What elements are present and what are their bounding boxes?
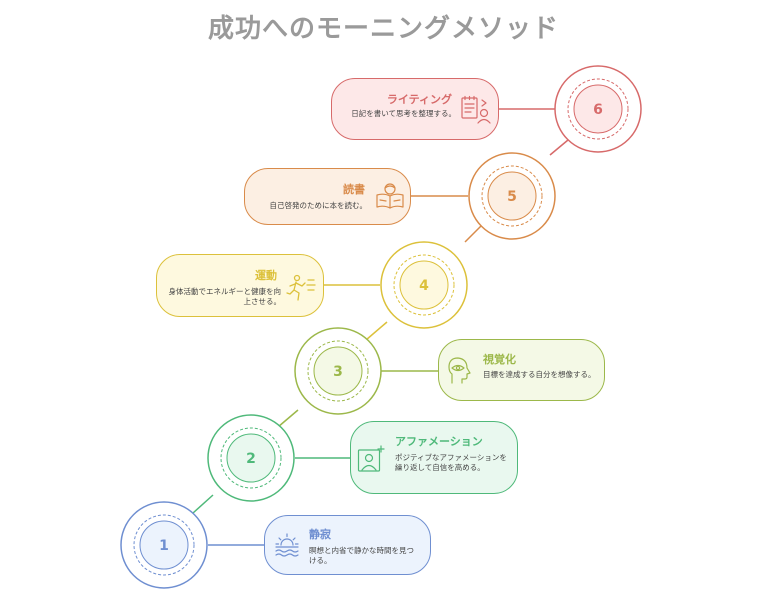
connector-4-5 [464, 225, 482, 243]
person-sparkle-icon [357, 445, 385, 472]
diagram-title: 成功へのモーニングメソッド [207, 14, 559, 44]
step-5-description: 自己啓発のために本を読む。 [269, 201, 368, 210]
step-6-description: 日記を書いて思考を整理する。 [351, 109, 456, 118]
connector-5-6 [549, 139, 569, 156]
step-3-card: 視覚化 目標を達成する自分を想像する。 [438, 339, 605, 401]
step-4-inner-circle [399, 260, 449, 310]
step-6-card: ライティング 日記を書いて思考を整理する。 [331, 78, 499, 140]
journal-icon [461, 95, 491, 124]
step-1-inner-circle [139, 520, 189, 570]
step-6-dashed-ring [567, 78, 629, 140]
step-3-number: 3 [333, 364, 343, 380]
step-5-title: 読書 [343, 183, 365, 196]
connector-1-2 [192, 494, 214, 514]
step-4-number: 4 [419, 278, 429, 294]
step-4-dashed-ring [393, 254, 455, 316]
connector-3-4 [365, 321, 388, 341]
step-1-number: 1 [159, 538, 169, 554]
step-6-inner-circle [573, 84, 623, 134]
step-4-description: 身体活動でエネルギーと健康を向上させる。 [168, 287, 282, 306]
step-2-inner-circle [226, 433, 276, 483]
step-1-dashed-ring [133, 514, 195, 576]
step-5-card: 読書 自己啓発のために本を読む。 [244, 168, 411, 225]
step-4-circle-group: 4 [320, 241, 468, 329]
head-eye-icon [448, 357, 471, 384]
step-4-card: 運動 身体活動でエネルギーと健康を向上させる。 [156, 254, 324, 317]
step-1-circle-group: 1 [120, 501, 266, 589]
step-2-number: 2 [246, 451, 256, 467]
step-3-title: 視覚化 [483, 353, 516, 366]
step-4-title: 運動 [255, 269, 277, 282]
step-3-circle-group: 3 [294, 327, 440, 415]
step-5-inner-circle [487, 171, 537, 221]
step-2-description: ポジティブなアファメーションを繰り返して自信を高める。 [395, 453, 507, 472]
connector-2-3 [277, 409, 299, 428]
step-6-number: 6 [593, 102, 603, 118]
step-1-card: 静寂 瞑想と内省で静かな時間を見つける。 [264, 515, 431, 575]
step-2-circle-group: 2 [207, 414, 352, 502]
step-3-dashed-ring [307, 340, 369, 402]
step-5-dashed-ring [481, 165, 543, 227]
reading-person-icon [376, 183, 404, 209]
step-2-dashed-ring [220, 427, 282, 489]
step-2-title: アファメーション [395, 435, 483, 448]
step-2-card: アファメーション ポジティブなアファメーションを繰り返して自信を高める。 [350, 421, 518, 494]
sunrise-icon [275, 533, 299, 557]
step-1-title: 静寂 [309, 528, 331, 541]
step-1-description: 瞑想と内省で静かな時間を見つける。 [309, 546, 414, 565]
step-3-description: 目標を達成する自分を想像する。 [483, 370, 596, 379]
step-5-number: 5 [507, 189, 517, 205]
running-person-icon [286, 274, 316, 301]
step-5-circle-group: 5 [408, 152, 556, 240]
step-6-title: ライティング [386, 93, 452, 106]
step-6-circle-group: 6 [498, 65, 642, 153]
step-3-inner-circle [313, 346, 363, 396]
